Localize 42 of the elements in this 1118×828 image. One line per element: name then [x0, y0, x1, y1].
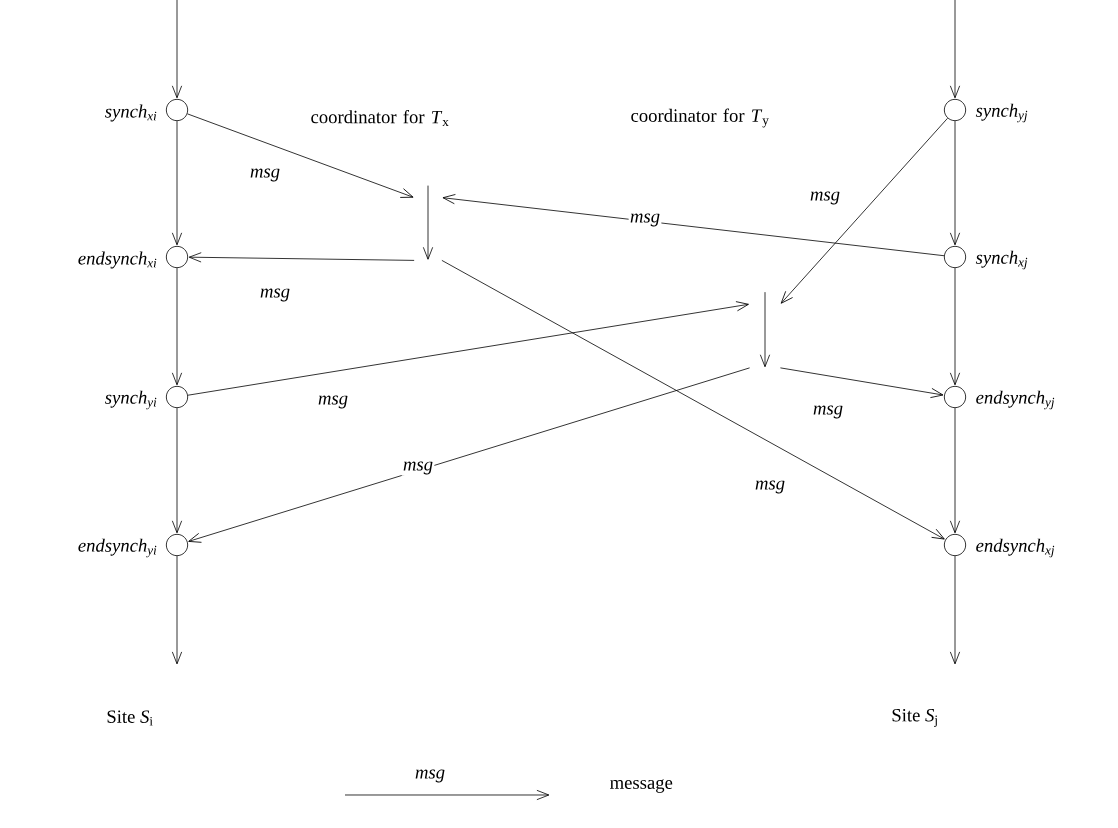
event-label: synch$_{yj}$	[975, 103, 1028, 123]
site-label: Site S$_{i}$	[107, 710, 153, 726]
arrow	[441, 260, 945, 540]
arrow	[442, 194, 945, 257]
junction-arrow	[422, 185, 434, 260]
arrow	[949, 0, 961, 99]
arrow	[187, 301, 749, 396]
arrow	[949, 120, 961, 246]
event-label: synch$_{xj}$	[975, 250, 1028, 270]
arrow	[949, 407, 961, 534]
arrow	[171, 555, 183, 665]
edge-label: msg	[401, 460, 435, 476]
arrow	[171, 267, 183, 386]
edge-label: msg	[808, 190, 842, 206]
arrow	[171, 120, 183, 246]
arrow	[780, 367, 944, 398]
site-label: Site S$_{j}$	[892, 709, 937, 727]
event-label: endsynch$_{xj}$	[976, 538, 1055, 558]
arrow	[780, 117, 948, 304]
coordinator-label: coordinator for T$_{x}$	[311, 110, 449, 126]
coordinator-label: coordinator for T$_{y}$	[631, 108, 769, 128]
edge-label: msg	[628, 212, 662, 228]
edge-label: msg	[753, 479, 787, 495]
event-label: synch$_{xi}$	[105, 104, 157, 122]
arrow	[188, 252, 415, 263]
arrow	[188, 367, 750, 543]
arrow	[171, 0, 183, 99]
legend-label: message	[610, 779, 673, 793]
arrow	[171, 407, 183, 534]
junction-arrow	[759, 291, 771, 368]
sample-label: msg	[415, 769, 445, 783]
edge-label: msg	[811, 404, 845, 420]
arrow	[949, 267, 961, 386]
event-label: endsynch$_{xi}$	[78, 251, 157, 269]
arrow	[187, 113, 414, 198]
event-label: endsynch$_{yi}$	[78, 538, 157, 558]
edge-label: msg	[258, 287, 292, 303]
edge-label: msg	[248, 167, 282, 183]
arrow	[949, 555, 961, 665]
event-label: synch$_{yi}$	[105, 390, 157, 410]
edge-label: msg	[316, 394, 350, 410]
event-label: endsynch$_{yj}$	[976, 390, 1055, 410]
